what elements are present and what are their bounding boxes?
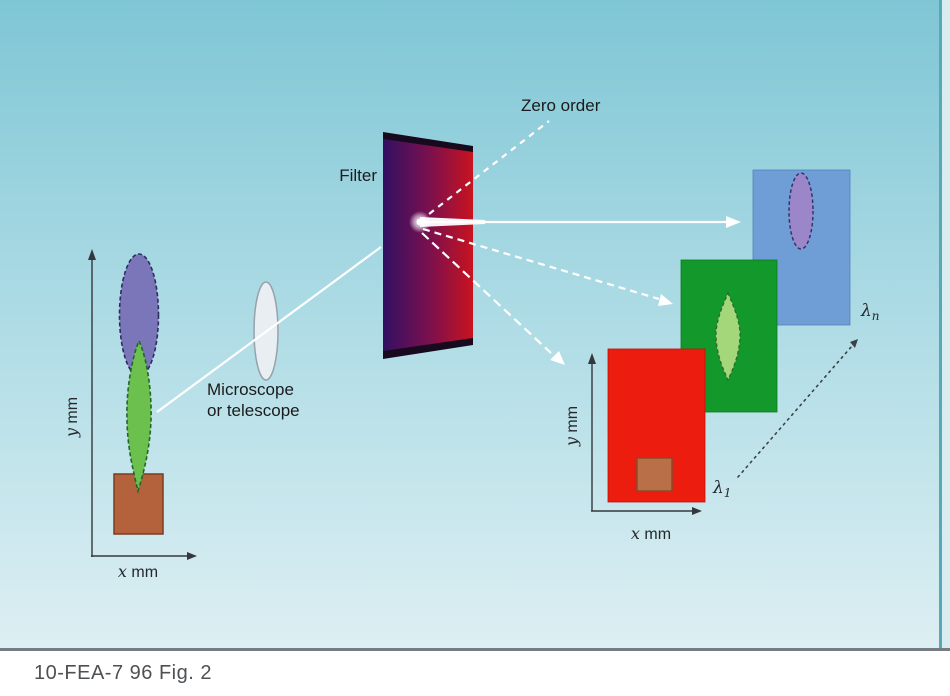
leaf-shape bbox=[126, 339, 152, 494]
lambda-1-sub: 1 bbox=[723, 486, 732, 500]
plane-blue-group bbox=[752, 169, 851, 326]
diffracted-beams bbox=[409, 120, 741, 365]
lambda-dotted-line bbox=[737, 345, 853, 478]
beam-red-arrow-icon bbox=[550, 351, 565, 365]
object-y-axis-arrow-icon bbox=[88, 249, 96, 260]
filter-label: Filter bbox=[339, 166, 377, 185]
object-y-axis-unit: mm bbox=[64, 396, 81, 429]
plane-y-axis-var: y bbox=[562, 437, 581, 447]
panel-right-edge bbox=[939, 0, 942, 648]
lens-label: Microscope or telescope bbox=[207, 379, 300, 421]
object-x-axis-unit: mm bbox=[126, 564, 159, 581]
figure-caption: 10-FEA-7 96 Fig. 2 bbox=[34, 662, 212, 684]
source-object bbox=[113, 253, 164, 535]
plane-axes bbox=[588, 353, 702, 515]
panel-right-strip bbox=[942, 0, 950, 648]
object-y-axis-var: y bbox=[62, 428, 81, 438]
plane-red-image-square bbox=[636, 457, 673, 492]
lambda-arrow-icon bbox=[850, 339, 858, 348]
object-x-axis-var: x bbox=[117, 562, 127, 581]
diagram-svg bbox=[88, 120, 858, 560]
beam-to-green-plane bbox=[422, 227, 660, 301]
filter-top-edge bbox=[383, 132, 473, 153]
zero-order-beam bbox=[419, 120, 550, 222]
plane-y-axis-arrow-icon bbox=[588, 353, 596, 364]
object-x-axis-arrow-icon bbox=[187, 552, 197, 560]
lambda-1-label: λ1 bbox=[713, 478, 731, 500]
beam-to-red-plane bbox=[421, 232, 552, 354]
lambda-n-label: λn bbox=[861, 301, 880, 323]
filter-bottom-edge bbox=[383, 337, 473, 359]
object-y-axis-label: y mm bbox=[62, 397, 82, 437]
figure-panel: Filter Zero order Microscope or telescop… bbox=[0, 0, 950, 651]
plane-y-axis-unit: mm bbox=[564, 405, 581, 438]
plane-y-axis-label: y mm bbox=[562, 406, 582, 446]
filter-face bbox=[383, 139, 473, 351]
emission-point bbox=[416, 218, 424, 226]
filter-slab bbox=[383, 132, 473, 359]
plane-x-axis-var: x bbox=[630, 524, 640, 543]
lens-label-line1: Microscope bbox=[207, 380, 294, 399]
beam-green-arrow-icon bbox=[658, 294, 673, 306]
lambda-axis bbox=[737, 339, 858, 478]
plane-red-group bbox=[607, 348, 706, 503]
lambda-n-base: λ bbox=[861, 301, 872, 321]
plane-x-axis-label: x mm bbox=[631, 524, 671, 544]
lambda-n-sub: n bbox=[871, 309, 880, 323]
lambda-1-base: λ bbox=[713, 478, 724, 498]
input-beam bbox=[156, 246, 382, 413]
plane-x-axis-arrow-icon bbox=[692, 507, 702, 515]
object-x-axis-label: x mm bbox=[118, 562, 158, 582]
beam-blue-arrow-icon bbox=[726, 216, 741, 228]
plane-x-axis-unit: mm bbox=[639, 526, 672, 543]
plane-green-image-leaf bbox=[715, 291, 741, 382]
lens-label-line2: or telescope bbox=[207, 401, 300, 420]
object-axes bbox=[88, 249, 197, 560]
plane-blue-image-ellipse bbox=[788, 172, 814, 250]
zero-order-label: Zero order bbox=[521, 96, 601, 115]
